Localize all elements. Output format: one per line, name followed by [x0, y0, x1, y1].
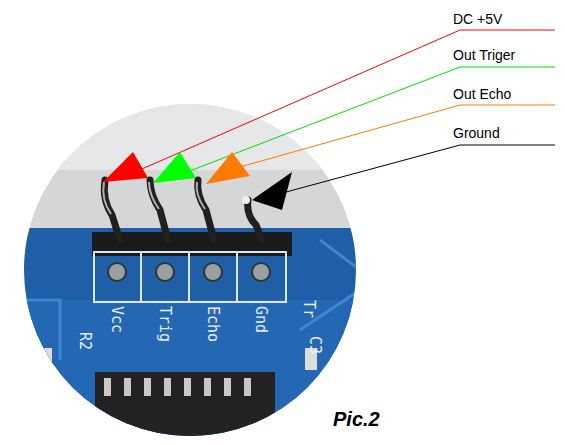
pin-function-label: Out Triger: [453, 48, 515, 62]
board-silkscreen: R2: [77, 332, 92, 350]
figure-caption: Pic.2: [333, 409, 380, 429]
arrow-heads: [103, 152, 292, 210]
leader-lines: [135, 30, 555, 195]
pin-function-label: Out Echo: [453, 87, 511, 101]
board-silkscreen: Vcc: [109, 306, 124, 333]
board-silkscreen: Trig: [157, 306, 172, 342]
pin-function-label: DC +5V: [453, 12, 502, 26]
board-silkscreen: Gnd: [253, 306, 268, 333]
pin-function-label: Ground: [453, 126, 500, 140]
board-silkscreen: Tr: [301, 300, 316, 318]
board-silkscreen: Echo: [205, 306, 220, 342]
board-silkscreen: C3: [307, 336, 322, 354]
